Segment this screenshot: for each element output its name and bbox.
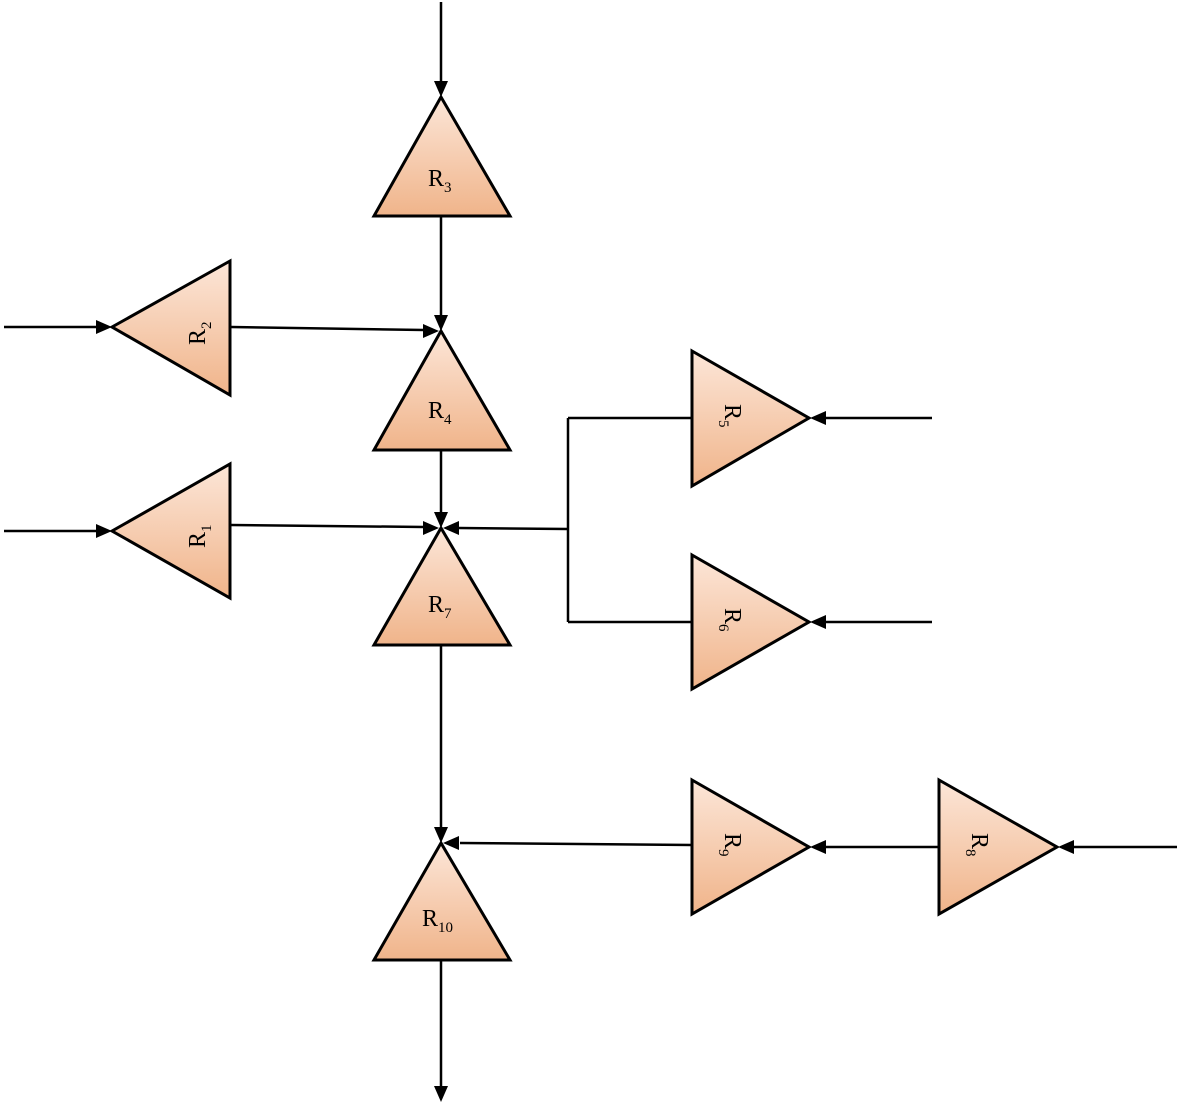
label-r4: R4: [428, 398, 452, 428]
triangle-r2: [108, 258, 232, 398]
label-r9: R9: [715, 833, 745, 857]
node-r8: R8: [937, 777, 1061, 917]
triangle-r8: [937, 777, 1061, 917]
label-r10: R10: [422, 906, 453, 936]
triangle-r7: [371, 525, 513, 647]
arrowhead-r9-r10: [443, 836, 459, 850]
arrowhead-r5-in: [810, 411, 826, 425]
node-r6: R6: [690, 552, 813, 692]
node-r9: R9: [690, 777, 813, 917]
triangle-r9: [690, 777, 813, 917]
triangle-r4: [371, 327, 513, 452]
arrowhead-r4-top: [434, 315, 448, 331]
label-r2: R2: [185, 321, 215, 345]
nodes: R3 R2 R4 R1 R7 R5 R6: [108, 93, 1061, 962]
triangle-r5: [690, 348, 813, 489]
node-r1: R1: [108, 461, 232, 601]
arrowhead-r10-top: [434, 827, 448, 843]
arrowhead-r2-in: [96, 320, 112, 334]
node-r4: R4: [371, 327, 513, 452]
arrowhead-output: [434, 1086, 448, 1102]
label-r7: R7: [428, 592, 452, 622]
label-r6: R6: [715, 608, 745, 632]
triangle-r1: [108, 461, 232, 601]
wire-r1-r7: [230, 523, 425, 529]
node-r3: R3: [371, 93, 513, 218]
label-r8: R8: [962, 833, 992, 857]
arrowhead-r7-top: [434, 512, 448, 528]
node-r10: R10: [371, 840, 513, 962]
triangle-r3: [371, 93, 513, 218]
wires: [4, 2, 1177, 1102]
node-r2: R2: [108, 258, 232, 398]
triangle-r10: [371, 840, 513, 962]
wire-r2-r4: [230, 325, 425, 332]
arrowhead-r1-in: [96, 524, 112, 538]
arrowhead-bus-r7: [443, 521, 459, 535]
label-r3: R3: [428, 166, 452, 196]
arrowhead-r8-in: [1058, 840, 1074, 854]
node-r7: R7: [371, 525, 513, 647]
arrowhead-r2-r4: [423, 324, 439, 338]
triangle-r6: [690, 552, 813, 692]
arrowhead-r9-in: [810, 840, 826, 854]
label-r1: R1: [185, 524, 215, 548]
node-r5: R5: [690, 348, 813, 489]
wire-r9-r10: [459, 841, 693, 847]
arrowhead-r6-in: [810, 615, 826, 629]
wire-bus-r7: [458, 526, 569, 531]
label-r5: R5: [715, 404, 745, 428]
arrowhead-r1-r7: [423, 521, 439, 535]
arrowhead-r3-in: [434, 81, 448, 97]
